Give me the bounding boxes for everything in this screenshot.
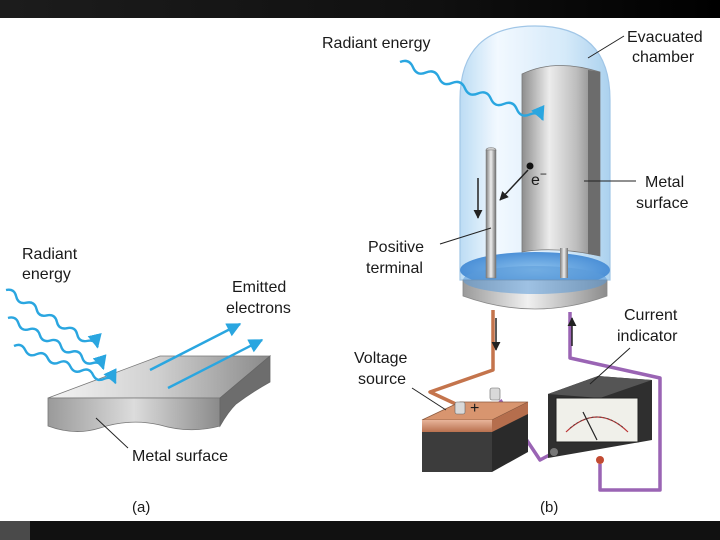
current-indicator-label-1: Current	[624, 307, 678, 324]
wire-copper	[428, 310, 495, 408]
current-indicator-label-2: indicator	[617, 328, 678, 345]
positive-terminal	[485, 147, 497, 279]
radiant-energy-label-b: Radiant energy	[322, 35, 431, 52]
electron-dot	[526, 162, 534, 170]
voltage-source-battery: +	[421, 387, 529, 472]
metal-surface-label-a: Metal surface	[132, 448, 228, 465]
emitted-electrons-label-2: electrons	[226, 300, 291, 317]
current-indicator-meter	[548, 376, 652, 464]
metal-slab-a	[47, 355, 272, 432]
bottom-bar	[0, 521, 720, 540]
battery-plus-sign: +	[470, 400, 479, 417]
emitted-electrons-label-1: Emitted	[232, 279, 286, 296]
metal-surface-leader-a	[95, 417, 129, 449]
positive-terminal-label-1: Positive	[368, 239, 424, 256]
radiant-energy-wave-b	[399, 59, 545, 122]
caption-b: (b)	[540, 499, 558, 516]
panel-b: e− +	[322, 25, 703, 516]
metal-surface-label-b-2: surface	[636, 195, 689, 212]
caption-a: (a)	[132, 499, 150, 516]
electron-path-arrow	[499, 169, 529, 201]
voltage-source-label-1: Voltage	[354, 350, 407, 367]
panel-a: Radiant energy Emitted electrons Metal s…	[5, 246, 291, 516]
evacuated-chamber-label-1: Evacuated	[627, 29, 703, 46]
radiant-energy-label-a-1: Radiant	[22, 246, 78, 263]
electron-label: e−	[531, 167, 547, 189]
bottom-bar-left-block	[0, 521, 30, 540]
voltage-source-label-2: source	[358, 371, 406, 388]
metal-surface-label-b-1: Metal	[645, 174, 684, 191]
leaders-b	[411, 35, 636, 411]
radiant-energy-label-a-2: energy	[22, 266, 71, 283]
evacuated-chamber-label-2: chamber	[632, 49, 695, 66]
radiant-energy-waves-a	[5, 288, 117, 385]
positive-terminal-label-2: terminal	[366, 260, 423, 277]
top-bar	[0, 0, 720, 18]
emitted-electron-arrows	[149, 322, 264, 390]
